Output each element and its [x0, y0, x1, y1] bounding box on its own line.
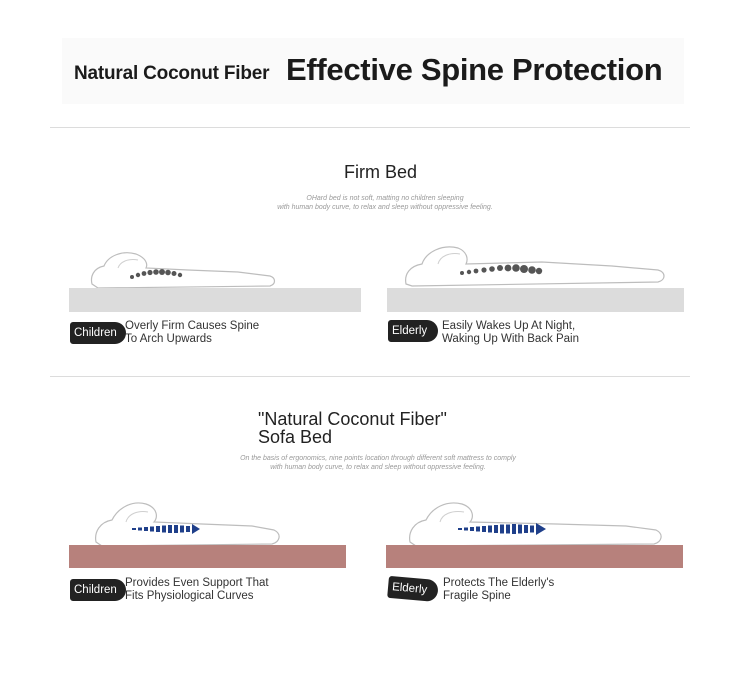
sofa-right-caption: Protects The Elderly's Fragile Spine — [443, 577, 555, 602]
sofa-bed-description: On the basis of ergonomics, nine points … — [240, 455, 516, 471]
spine-icon — [458, 523, 546, 535]
firm-mattress-right — [387, 288, 684, 312]
divider-middle — [50, 376, 690, 377]
firm-mattress-left — [69, 288, 361, 312]
divider-top — [50, 127, 690, 128]
firm-right-caption: Easily Wakes Up At Night, Waking Up With… — [442, 320, 579, 345]
spine-icon — [132, 524, 200, 534]
spine-icon — [130, 269, 183, 279]
elderly-badge: Elderly — [388, 320, 438, 342]
elderly-on-firm-bed-figure — [405, 246, 665, 287]
child-on-sofa-bed-figure — [95, 502, 280, 547]
firm-left-caption: Overly Firm Causes Spine To Arch Upwards — [125, 320, 260, 345]
sofa-bed-heading: "Natural Coconut Fiber" Sofa Bed — [258, 409, 447, 447]
firm-bed-heading: Firm Bed — [344, 162, 418, 182]
spine-icon — [460, 264, 543, 275]
sofa-left-caption: Provides Even Support That Fits Physiolo… — [125, 577, 269, 602]
children-badge: Children — [70, 322, 126, 344]
sofa-mattress-left — [69, 545, 346, 568]
children-badge: Children — [70, 579, 126, 601]
header-subtitle: Natural Coconut Fiber — [74, 63, 270, 84]
firm-bed-description: OHard bed is not soft, matting no childr… — [277, 195, 493, 211]
child-on-firm-bed-figure — [90, 252, 276, 289]
elderly-on-sofa-bed-figure — [409, 502, 662, 547]
sofa-mattress-right — [386, 545, 683, 568]
elderly-badge: Elderly — [387, 575, 439, 603]
header-title: Effective Spine Protection — [286, 52, 667, 88]
